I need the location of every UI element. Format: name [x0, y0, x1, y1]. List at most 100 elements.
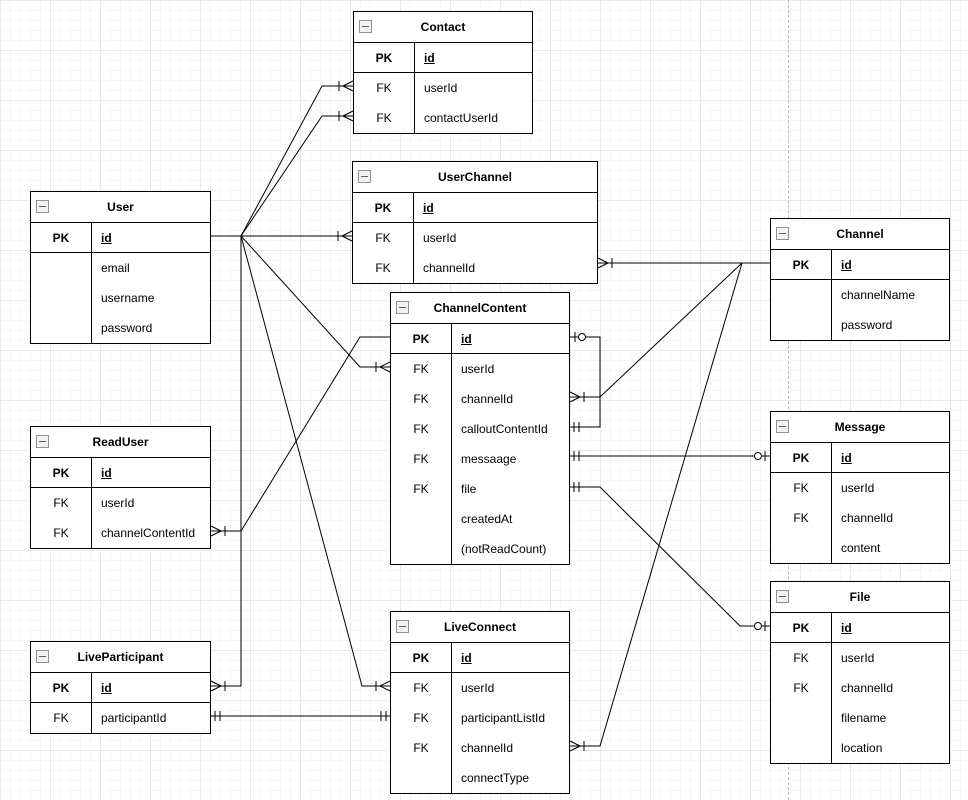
- connector[interactable]: [210, 336, 390, 537]
- connector[interactable]: [569, 262, 743, 752]
- table-header[interactable]: ChannelContent: [391, 293, 569, 324]
- connector[interactable]: [597, 257, 770, 269]
- table-row[interactable]: createdAt: [391, 504, 569, 534]
- table-row[interactable]: channelName: [771, 280, 949, 310]
- table-header[interactable]: LiveParticipant: [31, 642, 210, 673]
- connector[interactable]: [240, 235, 391, 373]
- connector[interactable]: [210, 236, 242, 692]
- collapse-icon[interactable]: [36, 650, 49, 663]
- collapse-icon[interactable]: [36, 435, 49, 448]
- field-cell: id: [831, 250, 949, 279]
- field-cell: username: [91, 283, 210, 313]
- connector[interactable]: [570, 332, 601, 432]
- connector[interactable]: [240, 110, 354, 237]
- table-title: Message: [834, 420, 886, 434]
- table-row[interactable]: connectType: [391, 763, 569, 793]
- collapse-icon[interactable]: [396, 301, 409, 314]
- connector[interactable]: [240, 235, 391, 692]
- collapse-icon[interactable]: [396, 620, 409, 633]
- collapse-icon[interactable]: [358, 170, 371, 183]
- collapse-icon[interactable]: [359, 20, 372, 33]
- table-header[interactable]: User: [31, 192, 210, 223]
- field-name: channelId: [423, 261, 476, 275]
- key-cell: FK: [413, 392, 429, 406]
- table-header[interactable]: ReadUser: [31, 427, 210, 458]
- collapse-icon[interactable]: [776, 590, 789, 603]
- collapse-icon[interactable]: [776, 420, 789, 433]
- field-cell: connectType: [451, 763, 569, 793]
- table-header[interactable]: UserChannel: [353, 162, 597, 193]
- collapse-icon[interactable]: [36, 200, 49, 213]
- key-cell: FK: [413, 681, 429, 695]
- collapse-icon[interactable]: [776, 227, 789, 240]
- table-header[interactable]: Channel: [771, 219, 949, 250]
- connector[interactable]: [240, 80, 354, 237]
- connector[interactable]: [569, 262, 743, 403]
- table-row[interactable]: location: [771, 733, 949, 763]
- table-header[interactable]: Message: [771, 412, 949, 443]
- connector[interactable]: [570, 482, 770, 631]
- minus-glyph: [779, 596, 786, 597]
- table-title: ReadUser: [92, 435, 149, 449]
- connector[interactable]: [570, 451, 770, 461]
- table-row[interactable]: filename: [771, 703, 949, 733]
- key-cell: PK: [52, 680, 70, 695]
- table-row[interactable]: email: [31, 253, 210, 283]
- connector[interactable]: [241, 230, 353, 242]
- connector[interactable]: [211, 711, 390, 721]
- table-row[interactable]: content: [771, 533, 949, 563]
- key-cell: FK: [793, 481, 809, 495]
- table-row[interactable]: password: [771, 310, 949, 340]
- field-name: email: [101, 261, 130, 275]
- table-header[interactable]: Contact: [354, 12, 532, 43]
- table-row[interactable]: password: [31, 313, 210, 343]
- table-row[interactable]: username: [31, 283, 210, 313]
- table-header[interactable]: LiveConnect: [391, 612, 569, 643]
- field-cell: participantListId: [451, 703, 569, 733]
- key-cell: PK: [792, 620, 810, 635]
- table-header[interactable]: File: [771, 582, 949, 613]
- field-cell: location: [831, 733, 949, 763]
- table-row[interactable]: (notReadCount): [391, 534, 569, 564]
